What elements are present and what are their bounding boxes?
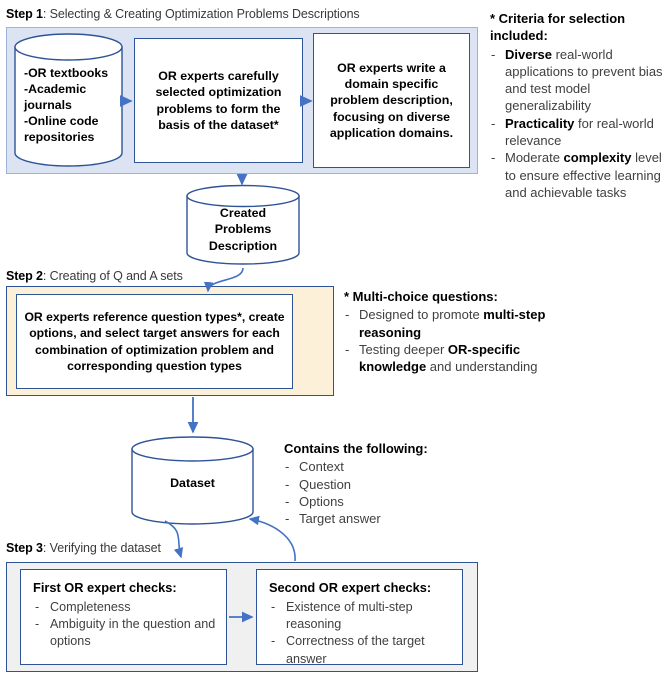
- contains-item-3: Options: [299, 493, 344, 509]
- dash-bullet-icon: -: [35, 599, 40, 614]
- multichoice-item-2-rest: and understanding: [426, 359, 538, 375]
- list-item: - Practicality for real-world relevance: [490, 115, 666, 150]
- list-item: - Diverse real-world applications to pre…: [490, 46, 666, 115]
- created-problems-cylinder-label: Created Problems Description: [186, 205, 300, 254]
- first-expert-check-box: First OR expert checks: -Completeness -A…: [20, 569, 227, 665]
- criteria-item-3-lead: Moderate: [505, 150, 564, 166]
- list-item: -Correctness of the target answer: [269, 633, 454, 668]
- list-item: -Existence of multi-step reasoning: [269, 599, 454, 634]
- step3-label: Step 3: [6, 541, 43, 555]
- multichoice-item-1-lead: Designed to promote: [359, 307, 484, 323]
- list-item: -Completeness: [33, 599, 218, 616]
- box-create-qa-sets: OR experts reference question types*, cr…: [16, 294, 293, 389]
- dash-bullet-icon: -: [491, 115, 496, 131]
- first-expert-check-list: -Completeness -Ambiguity in the question…: [33, 599, 218, 651]
- created-line-1: Created: [219, 206, 267, 220]
- first-check-item-2: Ambiguity in the question and options: [50, 617, 216, 649]
- contains-item-4: Target answer: [299, 511, 381, 527]
- step3-title: : Verifying the dataset: [42, 541, 161, 555]
- box-experts-select-problems-text: OR experts carefully selected optimizati…: [155, 69, 282, 132]
- second-expert-check-box: Second OR expert checks: -Existence of m…: [256, 569, 463, 666]
- criteria-note-header: * Criteria for selection included:: [490, 11, 626, 44]
- dash-bullet-icon: -: [285, 511, 290, 527]
- second-check-item-1: Existence of multi-step reasoning: [286, 599, 413, 632]
- step2-label: Step 2: [6, 269, 43, 283]
- multichoice-note-list: - Designed to promote multi-step reasoni…: [344, 306, 554, 375]
- dataset-cylinder-label: Dataset: [170, 476, 215, 490]
- dash-bullet-icon: -: [271, 599, 276, 614]
- criteria-item-3-mid: complexity: [563, 150, 632, 166]
- created-line-3: Description: [208, 238, 278, 253]
- dash-bullet-icon: -: [491, 150, 496, 166]
- step2-heading: Step 2: Creating of Q and A sets: [6, 269, 183, 283]
- criteria-item-2-rest: for real-world relevance: [505, 115, 654, 148]
- contains-item-2: Question: [299, 476, 352, 492]
- contains-note-list: -Context -Question -Options -Target answ…: [284, 458, 504, 527]
- criteria-item-1-lead: Diverse: [505, 46, 552, 62]
- arrow-dataset-to-step3: [164, 520, 184, 559]
- contains-note: Contains the following: -Context -Questi…: [284, 440, 504, 527]
- multichoice-item-2-mid: OR-specific knowledge: [359, 341, 521, 375]
- second-expert-check-header: Second OR expert checks:: [269, 580, 432, 595]
- dash-bullet-icon: -: [345, 341, 350, 357]
- criteria-item-2-lead: Practicality: [505, 115, 575, 131]
- list-item: - Designed to promote multi-step reasoni…: [344, 306, 554, 341]
- criteria-item-1-rest: real-world applications to prevent bias …: [505, 46, 663, 114]
- dash-bullet-icon: -: [285, 476, 290, 492]
- box-experts-write-description-text: OR experts write a domain specific probl…: [329, 61, 454, 140]
- second-check-item-2: Correctness of the target answer: [286, 634, 425, 666]
- source-line-2: -Academic: [24, 81, 87, 96]
- multichoice-item-2-lead: Testing deeper: [359, 341, 448, 357]
- source-line-4: -Online code: [24, 113, 99, 128]
- step1-heading: Step 1: Selecting & Creating Optimizatio…: [6, 7, 360, 21]
- dash-bullet-icon: -: [271, 634, 276, 649]
- multichoice-item-1-mid: multi-step reasoning: [359, 307, 546, 340]
- box-experts-write-description: OR experts write a domain specific probl…: [313, 33, 470, 168]
- list-item: -Options: [284, 493, 504, 510]
- multichoice-note: * Multi-choice questions: - Designed to …: [344, 288, 554, 375]
- contains-note-header: Contains the following:: [284, 441, 428, 456]
- first-expert-check-header: First OR expert checks:: [33, 580, 177, 595]
- second-expert-check-list: -Existence of multi-step reasoning -Corr…: [269, 599, 454, 669]
- criteria-note: * Criteria for selection included: - Div…: [490, 10, 666, 201]
- source-line-1: -OR textbooks: [24, 66, 109, 80]
- dataset-cylinder: Dataset: [131, 436, 254, 526]
- step3-heading: Step 3: Verifying the dataset: [6, 541, 161, 555]
- step2-title: : Creating of Q and A sets: [42, 269, 183, 283]
- dash-bullet-icon: -: [285, 493, 290, 509]
- list-item: - Testing deeper OR-specific knowledge a…: [344, 341, 554, 376]
- source-cylinder-lines: -OR textbooks -Academic journals -Online…: [24, 66, 119, 146]
- dash-bullet-icon: -: [35, 617, 40, 632]
- first-check-item-1: Completeness: [50, 599, 131, 614]
- step1-title: : Selecting & Creating Optimization Prob…: [42, 7, 360, 21]
- source-line-3: journals: [24, 97, 72, 112]
- created-line-2: Problems: [214, 222, 272, 237]
- source-line-5: repositories: [24, 129, 95, 144]
- criteria-note-list: - Diverse real-world applications to pre…: [490, 46, 666, 202]
- contains-item-1: Context: [299, 459, 344, 475]
- list-item: -Ambiguity in the question and options: [33, 616, 218, 651]
- dash-bullet-icon: -: [345, 307, 350, 323]
- box-experts-select-problems: OR experts carefully selected optimizati…: [134, 38, 303, 163]
- source-cylinder: -OR textbooks -Academic journals -Online…: [14, 33, 123, 167]
- criteria-item-3-rest: level to ensure effective learning and a…: [505, 150, 662, 200]
- created-problems-cylinder: Created Problems Description: [186, 184, 300, 265]
- multichoice-note-header: * Multi-choice questions:: [344, 289, 498, 304]
- dash-bullet-icon: -: [491, 46, 496, 62]
- list-item: -Target answer: [284, 510, 504, 527]
- list-item: -Question: [284, 476, 504, 493]
- box-create-qa-sets-text: OR experts reference question types*, cr…: [24, 310, 285, 373]
- list-item: - Moderate complexity level to ensure ef…: [490, 149, 666, 201]
- dash-bullet-icon: -: [285, 459, 290, 475]
- list-item: -Context: [284, 458, 504, 475]
- step1-label: Step 1: [6, 7, 43, 21]
